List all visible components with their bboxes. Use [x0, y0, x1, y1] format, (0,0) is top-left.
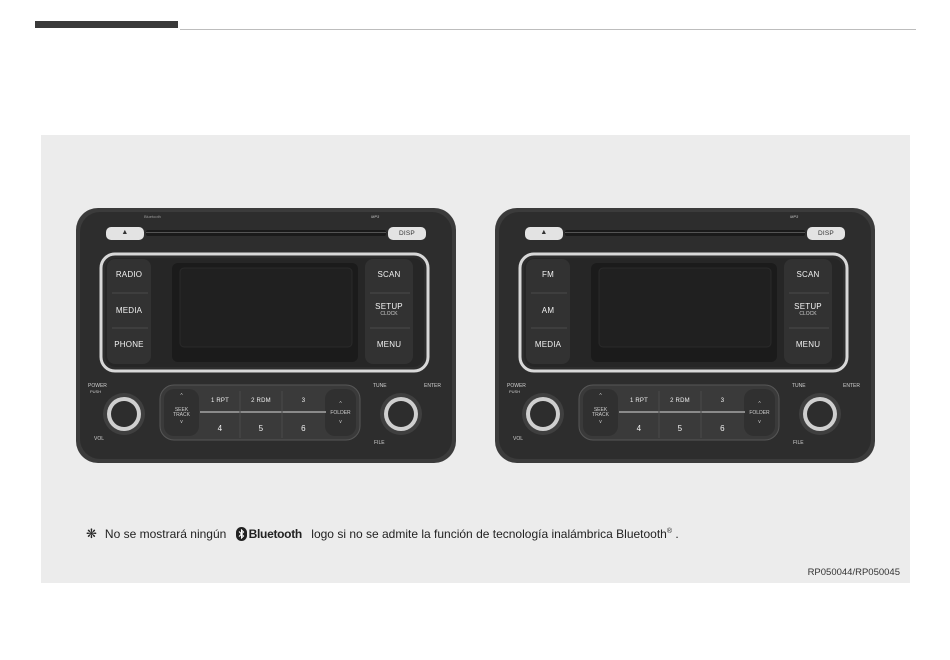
- chevron-down-icon: v: [758, 419, 761, 425]
- scan-button[interactable]: SCAN: [377, 270, 401, 279]
- disp-button[interactable]: DISP: [818, 230, 834, 237]
- registered-mark: ®: [666, 528, 673, 535]
- tune-knob[interactable]: [380, 405, 422, 423]
- figure-code: RP050044/RP050045: [807, 567, 900, 578]
- chevron-down-icon: v: [599, 419, 602, 425]
- audio-unit-right: MP3 ▲ DISP FM AM MEDIA SCAN SETUP CLOCK …: [495, 208, 875, 463]
- header-bar-thick: [35, 21, 178, 28]
- phone-button[interactable]: PHONE: [114, 340, 144, 349]
- eject-button[interactable]: ▲: [121, 229, 129, 236]
- setup-button[interactable]: SETUP: [375, 302, 403, 311]
- bluetooth-logo: Bluetooth: [235, 526, 302, 541]
- fm-button[interactable]: FM: [542, 270, 554, 279]
- file-label: FILE: [374, 440, 385, 446]
- chevron-up-icon: ^: [758, 401, 761, 407]
- seek-label[interactable]: SEEK: [174, 407, 189, 413]
- audio-unit-left-body: [76, 208, 456, 463]
- menu-button[interactable]: MENU: [795, 340, 821, 349]
- folder-label[interactable]: FOLDER: [749, 410, 770, 416]
- power-volume-knob[interactable]: [103, 405, 145, 423]
- power-label: POWER: [88, 383, 107, 389]
- scan-button[interactable]: SCAN: [796, 270, 820, 279]
- power-volume-knob[interactable]: [522, 405, 564, 423]
- menu-button[interactable]: MENU: [376, 340, 402, 349]
- footnote-text-before: No se mostrará ningún: [104, 527, 227, 541]
- bluetooth-icon: [235, 526, 247, 541]
- vol-label: VOL: [513, 436, 524, 442]
- preset-1-button[interactable]: 1 RPT: [210, 398, 229, 404]
- preset-5-button[interactable]: 5: [677, 424, 683, 433]
- radio-button[interactable]: RADIO: [115, 270, 143, 279]
- mp3-label: MP3: [790, 214, 799, 219]
- preset-5-button[interactable]: 5: [258, 424, 264, 433]
- header-rule: [180, 29, 916, 30]
- audio-unit-left: Bluetooth MP3 ▲ DISP RADIO MEDIA PHONE S…: [76, 208, 456, 463]
- bluetooth-label: Bluetooth: [144, 214, 161, 219]
- file-label: FILE: [793, 440, 804, 446]
- preset-3-button[interactable]: 3: [301, 398, 306, 404]
- audio-unit-right-body: [495, 208, 875, 463]
- push-label: PUSH: [90, 389, 102, 394]
- preset-4-button[interactable]: 4: [217, 424, 223, 433]
- preset-2-button[interactable]: 2 RDM: [251, 398, 271, 404]
- clock-label: CLOCK: [380, 311, 398, 317]
- chevron-up-icon: ^: [339, 401, 342, 407]
- enter-label: ENTER: [843, 383, 860, 389]
- mp3-label: MP3: [371, 214, 380, 219]
- am-button[interactable]: AM: [541, 306, 555, 315]
- vol-label: VOL: [94, 436, 105, 442]
- preset-6-button[interactable]: 6: [301, 424, 306, 433]
- seek-label[interactable]: SEEK: [593, 407, 608, 413]
- footnote: ❋ No se mostrará ningún Bluetooth logo si…: [86, 526, 679, 542]
- chevron-up-icon: ^: [180, 393, 183, 399]
- preset-3-button[interactable]: 3: [720, 398, 725, 404]
- preset-1-button[interactable]: 1 RPT: [629, 398, 648, 404]
- tune-label: TUNE: [373, 383, 387, 389]
- track-label[interactable]: TRACK: [173, 412, 190, 418]
- footnote-end: .: [672, 527, 679, 541]
- track-label[interactable]: TRACK: [592, 412, 609, 418]
- media-button[interactable]: MEDIA: [115, 306, 143, 315]
- folder-label[interactable]: FOLDER: [330, 410, 351, 416]
- footnote-text-after: logo si no se admite la función de tecno…: [311, 527, 667, 541]
- preset-6-button[interactable]: 6: [720, 424, 725, 433]
- asterisk-icon: ❋: [86, 526, 97, 541]
- chevron-down-icon: v: [339, 419, 342, 425]
- chevron-up-icon: ^: [599, 393, 602, 399]
- setup-button[interactable]: SETUP: [794, 302, 822, 311]
- disp-button[interactable]: DISP: [399, 230, 415, 237]
- power-label: POWER: [507, 383, 526, 389]
- preset-4-button[interactable]: 4: [636, 424, 642, 433]
- enter-label: ENTER: [424, 383, 441, 389]
- clock-label: CLOCK: [799, 311, 817, 317]
- media-button[interactable]: MEDIA: [534, 340, 562, 349]
- preset-2-button[interactable]: 2 RDM: [670, 398, 690, 404]
- tune-knob[interactable]: [799, 405, 841, 423]
- eject-button[interactable]: ▲: [540, 229, 548, 236]
- tune-label: TUNE: [792, 383, 806, 389]
- push-label: PUSH: [509, 389, 521, 394]
- chevron-down-icon: v: [180, 419, 183, 425]
